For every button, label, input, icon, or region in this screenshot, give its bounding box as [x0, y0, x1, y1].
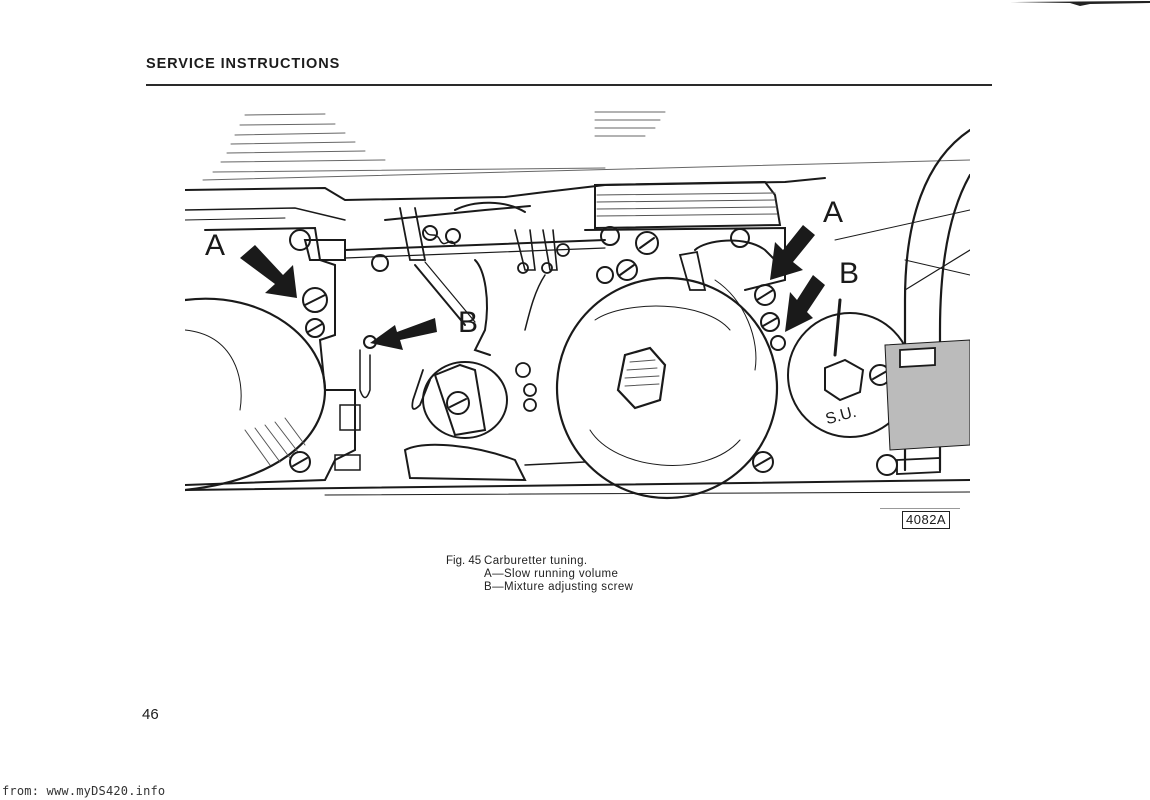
label-right-B: B — [839, 257, 859, 290]
arrow-right-B — [785, 275, 825, 332]
carburetter-illustration: A B A B S.U. — [185, 100, 970, 510]
engine-line-art: A B A B S.U. — [185, 111, 970, 500]
label-left-A: A — [205, 229, 225, 262]
figure-bottom-rule — [880, 508, 960, 509]
arrow-right-A — [770, 225, 815, 280]
section-title: SERVICE INSTRUCTIONS — [146, 56, 341, 72]
caption-title: Carburetter tuning. — [484, 555, 588, 567]
arrow-left-B — [370, 318, 437, 350]
footer-source: from: www.myDS420.info — [2, 784, 166, 798]
label-left-B: B — [458, 306, 478, 339]
su-badge-text: S.U. — [824, 404, 858, 428]
arrow-left-A — [240, 245, 297, 298]
header-rule — [146, 84, 992, 86]
caption-item-a: A—Slow running volume — [484, 568, 619, 580]
page-number: 46 — [142, 706, 159, 723]
figure-caption: Fig. 45 Carburetter tuning. A—Slow runni… — [446, 555, 633, 594]
label-right-A: A — [823, 196, 843, 229]
caption-item-b: B—Mixture adjusting screw — [484, 581, 634, 593]
hatching-top — [202, 111, 970, 181]
pointer-arrows — [240, 225, 825, 350]
figure-number: Fig. 45 — [446, 555, 482, 567]
figure-id-tag: 4082A — [902, 511, 951, 529]
scan-smudge — [1010, 1, 1150, 6]
